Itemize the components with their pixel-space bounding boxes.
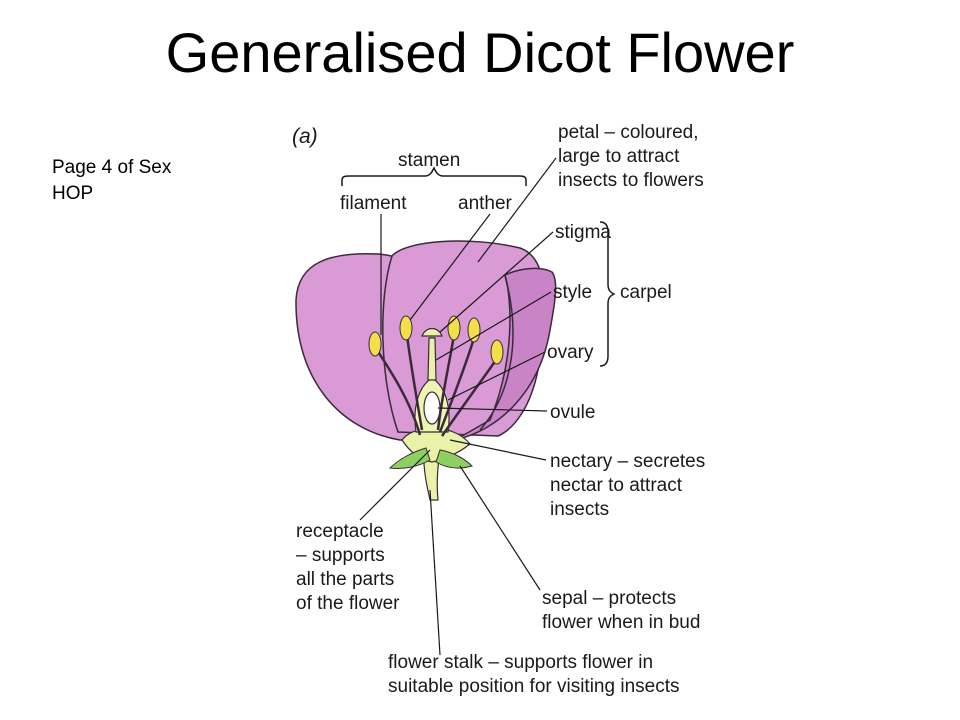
anther <box>368 331 382 357</box>
label-stalk-line2: suitable position for visiting insects <box>388 676 679 697</box>
label-stigma: stigma <box>555 222 611 243</box>
sepal-left <box>388 447 431 469</box>
leader-petal <box>477 157 557 263</box>
ovule-cluster <box>423 391 441 425</box>
label-filament: filament <box>340 193 407 214</box>
label-petal-line3: insects to flowers <box>558 170 704 191</box>
label-nectary-line3: insects <box>550 499 609 520</box>
filament <box>436 334 456 431</box>
leader-ovule <box>437 407 548 412</box>
label-receptacle-line3: all the parts <box>296 569 394 590</box>
label-nectary-line1: nectary – secretes <box>550 451 705 472</box>
style-shape <box>427 337 437 381</box>
filament <box>375 349 422 436</box>
leader-sepal <box>459 465 541 591</box>
stamens <box>368 315 504 437</box>
label-receptacle-line4: of the flower <box>296 593 400 614</box>
leader-lines <box>359 157 557 656</box>
leader-stigma <box>439 231 554 333</box>
leader-receptacle <box>359 449 431 521</box>
anther <box>467 317 481 343</box>
label-nectary-line2: nectar to attract <box>550 475 683 496</box>
leader-stalk <box>429 489 441 656</box>
petal-fold-line <box>479 275 514 431</box>
label-sepal-line1: sepal – protects <box>542 588 676 609</box>
page-reference-note: Page 4 of Sex HOP <box>52 157 172 204</box>
label-style: style <box>553 282 592 303</box>
label-carpel: carpel <box>620 282 672 303</box>
label-petal-line2: large to attract <box>558 146 680 167</box>
leader-nectary <box>449 439 547 461</box>
sepal-right <box>435 449 473 469</box>
sepals <box>388 447 473 469</box>
leader-ovary <box>447 351 546 401</box>
label-receptacle-line2: – supports <box>296 545 385 566</box>
leader-anther <box>409 213 491 321</box>
leader-style <box>435 291 552 361</box>
label-stamen: stamen <box>398 150 460 171</box>
petal-right <box>454 267 557 441</box>
carpel-bracket <box>599 221 616 367</box>
label-ovule: ovule <box>550 402 595 423</box>
anther <box>399 315 413 341</box>
stigma-shape <box>421 327 443 337</box>
page-title: Generalised Dicot Flower <box>165 21 795 84</box>
anther <box>490 339 504 365</box>
filament <box>440 359 498 437</box>
label-sepal-line2: flower when in bud <box>542 612 700 633</box>
label-receptacle-line1: receptacle <box>296 521 384 542</box>
label-anther: anther <box>458 193 513 214</box>
panel-label: (a) <box>292 125 318 148</box>
filament <box>438 337 476 433</box>
brackets <box>341 166 616 367</box>
stamen-bracket <box>341 166 527 186</box>
label-ovary: ovary <box>547 342 594 363</box>
filament <box>405 334 424 431</box>
label-petal-line1: petal – coloured, <box>558 122 699 143</box>
label-stalk-line1: flower stalk – supports flower in <box>388 652 653 673</box>
